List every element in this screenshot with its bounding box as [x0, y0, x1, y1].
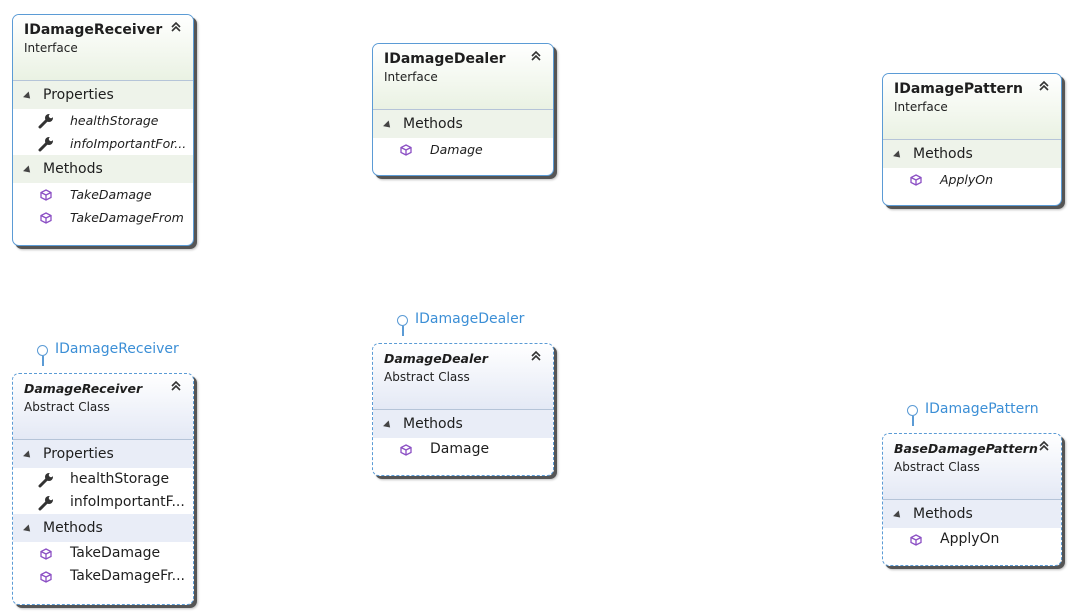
- class-box-damagedealer[interactable]: DamageDealer Abstract Class Methods Dama…: [372, 343, 554, 476]
- class-box-header: IDamageDealer Interface: [373, 44, 553, 110]
- class-box-damagereceiver[interactable]: DamageReceiver Abstract Class Properties…: [12, 373, 194, 605]
- collapse-chevron-icon[interactable]: [1037, 439, 1051, 453]
- member-row[interactable]: TakeDamageFr...: [13, 565, 193, 588]
- member-row[interactable]: ApplyOn: [883, 168, 1061, 191]
- member-row[interactable]: TakeDamageFrom: [13, 206, 193, 229]
- wrench-icon: [38, 472, 54, 488]
- interface-stem: [402, 326, 404, 336]
- member-name: Damage: [430, 441, 490, 457]
- class-title: IDamageReceiver: [24, 22, 163, 38]
- expand-triangle-icon: [23, 165, 33, 176]
- interface-stem: [912, 416, 914, 426]
- class-kind: Interface: [894, 100, 948, 114]
- member-row[interactable]: Damage: [373, 438, 553, 461]
- member-name: infoImportantF...: [70, 494, 185, 510]
- member-name: healthStorage: [70, 113, 159, 128]
- section-label: Methods: [43, 161, 103, 177]
- section-label: Methods: [913, 146, 973, 162]
- implements-label[interactable]: IDamageDealer: [415, 311, 525, 327]
- wrench-icon: [38, 113, 54, 129]
- member-row[interactable]: healthStorage: [13, 468, 193, 491]
- method-cube-icon: [910, 174, 922, 186]
- section-header-methods[interactable]: Methods: [373, 110, 553, 138]
- member-name: ApplyOn: [940, 172, 994, 187]
- section-label: Methods: [403, 416, 463, 432]
- method-cube-icon: [400, 444, 412, 456]
- class-box-header: IDamageReceiver Interface: [13, 15, 193, 81]
- wrench-icon: [38, 495, 54, 511]
- member-row[interactable]: infoImportantF...: [13, 491, 193, 514]
- member-name: TakeDamageFrom: [70, 210, 184, 225]
- section-label: Methods: [403, 116, 463, 132]
- section-header-methods[interactable]: Methods: [883, 140, 1061, 168]
- expand-triangle-icon: [23, 450, 33, 461]
- class-box-idamagepattern[interactable]: IDamagePattern Interface Methods ApplyOn: [882, 73, 1062, 206]
- collapse-chevron-icon[interactable]: [169, 379, 183, 393]
- class-box-header: DamageReceiver Abstract Class: [13, 374, 193, 440]
- class-kind: Interface: [384, 70, 438, 84]
- class-box-idamagereceiver[interactable]: IDamageReceiver Interface Properties hea…: [12, 14, 194, 246]
- section-header-methods[interactable]: Methods: [883, 500, 1061, 528]
- class-box-header: BaseDamagePattern Abstract Class: [883, 434, 1061, 500]
- member-name: TakeDamage: [70, 187, 152, 202]
- member-name: healthStorage: [70, 471, 170, 487]
- member-row[interactable]: TakeDamage: [13, 542, 193, 565]
- expand-triangle-icon: [383, 420, 393, 431]
- class-title: DamageDealer: [384, 351, 488, 366]
- class-kind: Abstract Class: [24, 400, 110, 414]
- member-row[interactable]: ApplyOn: [883, 528, 1061, 551]
- interface-ring-icon: [907, 405, 918, 416]
- method-cube-icon: [40, 548, 52, 560]
- class-title: IDamagePattern: [894, 81, 1023, 97]
- wrench-icon: [38, 136, 54, 152]
- member-row[interactable]: healthStorage: [13, 109, 193, 132]
- class-box-basedamagepattern[interactable]: BaseDamagePattern Abstract Class Methods…: [882, 433, 1062, 566]
- section-label: Properties: [43, 87, 114, 103]
- implements-label[interactable]: IDamageReceiver: [55, 341, 179, 357]
- member-row[interactable]: TakeDamage: [13, 183, 193, 206]
- expand-triangle-icon: [23, 91, 33, 102]
- section-header-methods[interactable]: Methods: [13, 514, 193, 542]
- member-name: Damage: [430, 142, 483, 157]
- method-cube-icon: [910, 534, 922, 546]
- class-kind: Abstract Class: [894, 460, 980, 474]
- section-label: Methods: [913, 506, 973, 522]
- collapse-chevron-icon[interactable]: [1037, 79, 1051, 93]
- class-kind: Abstract Class: [384, 370, 470, 384]
- member-row[interactable]: Damage: [373, 138, 553, 161]
- member-name: TakeDamage: [70, 545, 161, 561]
- interface-stem: [42, 356, 44, 366]
- class-box-idamagedealer[interactable]: IDamageDealer Interface Methods Damage: [372, 43, 554, 176]
- section-header-methods[interactable]: Methods: [373, 410, 553, 438]
- section-label: Methods: [43, 520, 103, 536]
- implements-label[interactable]: IDamagePattern: [925, 401, 1039, 417]
- collapse-chevron-icon[interactable]: [529, 349, 543, 363]
- section-label: Properties: [43, 446, 114, 462]
- method-cube-icon: [40, 189, 52, 201]
- section-header-properties[interactable]: Properties: [13, 81, 193, 109]
- interface-ring-icon: [397, 315, 408, 326]
- section-header-properties[interactable]: Properties: [13, 440, 193, 468]
- expand-triangle-icon: [23, 524, 33, 535]
- member-name: ApplyOn: [940, 531, 1000, 547]
- collapse-chevron-icon[interactable]: [169, 20, 183, 34]
- expand-triangle-icon: [893, 150, 903, 161]
- collapse-chevron-icon[interactable]: [529, 49, 543, 63]
- class-title: BaseDamagePattern: [894, 441, 1038, 456]
- interface-ring-icon: [37, 345, 48, 356]
- class-title: IDamageDealer: [384, 51, 506, 67]
- member-name: infoImportantFor...: [70, 136, 187, 151]
- expand-triangle-icon: [383, 120, 393, 131]
- section-header-methods[interactable]: Methods: [13, 155, 193, 183]
- member-row[interactable]: infoImportantFor...: [13, 132, 193, 155]
- class-title: DamageReceiver: [24, 381, 143, 396]
- member-name: TakeDamageFr...: [70, 568, 185, 584]
- method-cube-icon: [40, 212, 52, 224]
- method-cube-icon: [40, 571, 52, 583]
- class-box-header: DamageDealer Abstract Class: [373, 344, 553, 410]
- expand-triangle-icon: [893, 510, 903, 521]
- class-kind: Interface: [24, 41, 78, 55]
- method-cube-icon: [400, 144, 412, 156]
- class-box-header: IDamagePattern Interface: [883, 74, 1061, 140]
